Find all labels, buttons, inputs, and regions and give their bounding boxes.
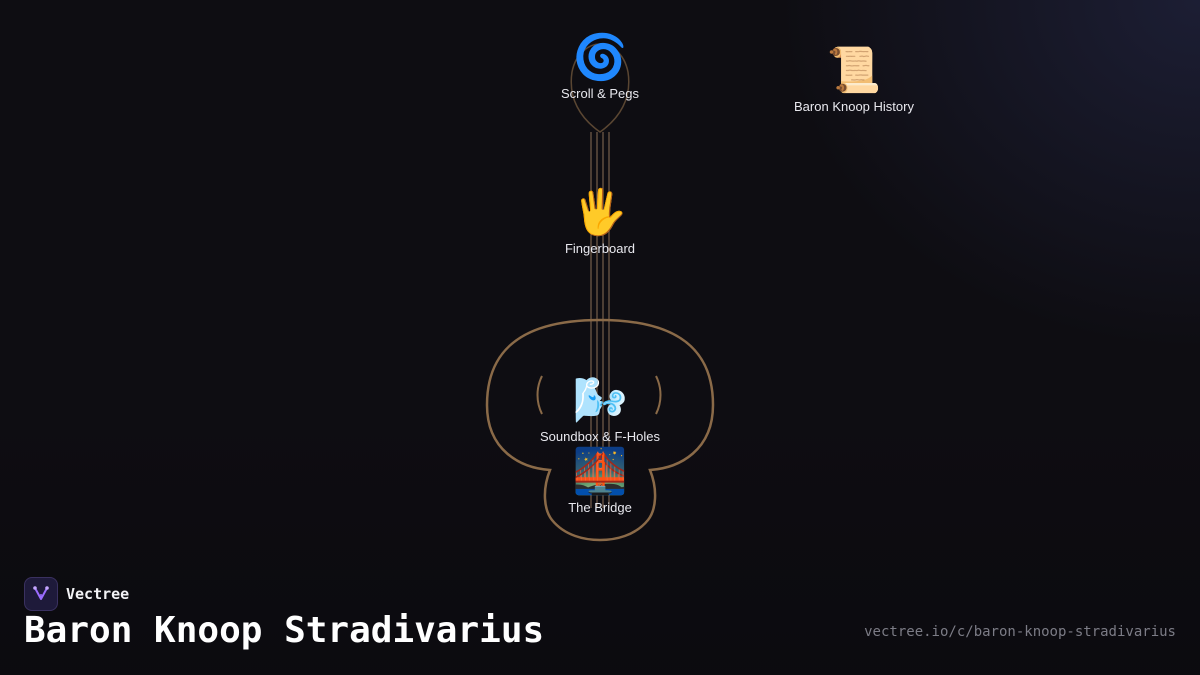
node-label: Scroll & Pegs (560, 86, 640, 101)
node-the-bridge[interactable]: 🌉 The Bridge (500, 446, 700, 515)
brand[interactable]: Vectree (24, 577, 129, 611)
node-label: The Bridge (568, 500, 632, 515)
scroll-icon: 📜 (826, 45, 882, 96)
node-label: Fingerboard (564, 241, 636, 256)
node-soundbox-f-holes[interactable]: 🌬️ Soundbox & F-Holes (500, 375, 700, 444)
cyclone-icon: 🌀 (572, 32, 628, 83)
f-hole-left (536, 375, 543, 415)
node-label: Soundbox & F-Holes (540, 429, 660, 444)
wind-icon: 🌬️ (572, 375, 628, 426)
violin-body-outline (485, 318, 715, 542)
node-scroll-pegs[interactable]: 🌀 Scroll & Pegs (500, 32, 700, 101)
page-title: Baron Knoop Stradivarius (24, 610, 545, 651)
brand-name: Vectree (66, 585, 130, 603)
bridge-icon: 🌉 (572, 446, 628, 497)
vectree-logo-icon (24, 577, 58, 611)
page-url[interactable]: vectree.io/c/baron-knoop-stradivarius (864, 624, 1176, 640)
node-baron-knoop-history[interactable]: 📜 Baron Knoop History (754, 45, 954, 114)
violin-scroll-outline (570, 43, 630, 133)
f-hole-right (655, 375, 662, 415)
node-label: Baron Knoop History (794, 99, 914, 114)
node-fingerboard[interactable]: 🖐 Fingerboard (500, 187, 700, 256)
hand-icon: 🖐 (572, 187, 628, 238)
